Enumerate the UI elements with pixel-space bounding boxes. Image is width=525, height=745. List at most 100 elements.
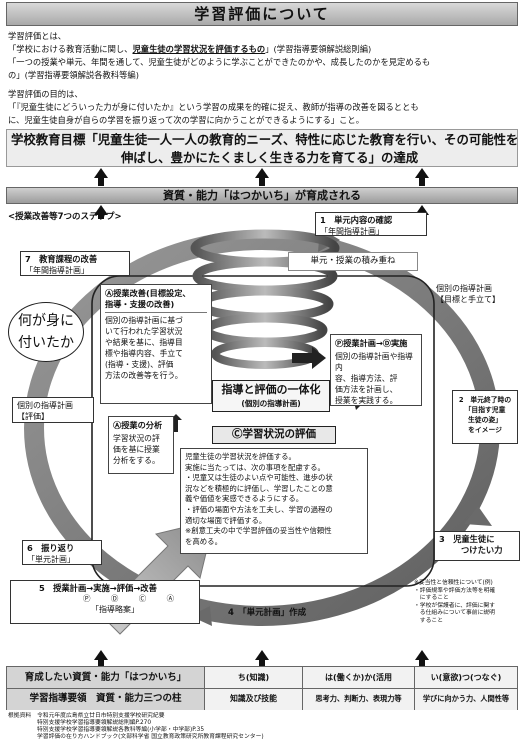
analysis-box-body-0: 学習状況の評 <box>113 434 160 443</box>
up-arrow-left-2 <box>94 205 108 219</box>
note-right-3: ・学校が保護者に、評価に関す <box>414 602 495 609</box>
step-3-l2: つけたい力 <box>461 545 503 555</box>
individual-plan-left: 個別の指導計画 【評価】 <box>12 397 94 423</box>
analysis-box-title: Ⓐ授業の分析 <box>113 420 163 430</box>
check-body-8: を高める。 <box>185 536 222 546</box>
step-1-title: 1 単元内容の確認 <box>320 215 393 225</box>
definition-heading: 学習評価とは、 <box>8 31 67 41</box>
note-right-0: ※妥当性と信頼性について(例) <box>414 580 493 586</box>
step-2-l4: をイメージ <box>468 426 502 434</box>
up-arrow-table-center <box>255 650 269 666</box>
act-box-body-1: いて行われた学習状況 <box>105 327 183 336</box>
ring-arrowhead-right <box>464 506 492 526</box>
plan-box-body-2: 価方法を計画し、 <box>335 385 398 394</box>
plan-box-title: Ⓟ授業計画→Ⓓ実施 <box>335 338 408 348</box>
definition-line-1-bold: 児童生徒の学習状況を評価するもの <box>132 44 266 54</box>
check-body-6: 適切な場面で評価する。 <box>185 515 267 525</box>
row1-head: 育成したい資質・能力「はつかいち」 <box>7 667 205 688</box>
up-arrow-center <box>255 168 269 186</box>
analysis-box-body-2: 分析をする。 <box>113 456 160 465</box>
act-box-body-5: 方法の改善等を行う。 <box>105 371 183 380</box>
center-title: 指導と評価の一体化 <box>221 383 321 396</box>
step-7-sub: 「年間指導計画」 <box>25 266 89 275</box>
individual-plan-right-l1: 個別の指導計画 <box>436 284 492 293</box>
up-arrow-table-left <box>94 650 108 666</box>
row2-cell-1: 思考力、判断力、表現力等 <box>303 689 415 710</box>
analysis-box-body-1: 価を基に授業 <box>113 445 160 454</box>
step-7-box: 7 教育課程の改善 「年間指導計画」 <box>20 251 130 276</box>
individual-plan-right: 個別の指導計画 【目標と手立て】 <box>432 281 520 309</box>
school-goal-box: 学校教育目標「児童生徒一人一人の教育的ニーズ、特性に応じた教育を行い、その可能性… <box>6 129 518 167</box>
check-body-4: 義や価値を実感できるようにする。 <box>185 494 304 504</box>
ring-arrowhead-bottom <box>190 606 212 626</box>
bottom-table-row-2: 学習指導要領 資質・能力三つの柱 知識及び技能 思考力、判断力、表現力等 学びに… <box>7 689 517 710</box>
act-box-body-0: 個別の指導計画に基づ <box>105 316 183 325</box>
up-arrow-table-right <box>415 650 429 666</box>
row2-head: 学習指導要領 資質・能力三つの柱 <box>7 689 205 710</box>
check-body-5: ・評価の場面や方法を工夫し、学習の過程の <box>185 504 333 514</box>
school-goal-line-1: 学校教育目標「児童生徒一人一人の教育的ニーズ、特性に応じた教育を行い、その可能性… <box>11 132 518 147</box>
plan-box: Ⓟ授業計画→Ⓓ実施 個別の指導計画や指導内 容、指導方法、評 価方法を計画し、 … <box>330 334 422 406</box>
act-box: Ⓐ授業改善(目標設定、 指導・支援の改善) 個別の指導計画に基づ いて行われた学… <box>100 284 212 404</box>
definition-line-1-post: 」(学習指導要領解説総則編) <box>265 44 372 54</box>
sources: 根拠資料 令和元年度広島県立廿日市特別支援学校研究紀要 特別支援学校学習指導要領… <box>8 713 264 741</box>
check-body-box: 児童生徒の学習状況を評価する。 実施に当たっては、次の事項を配慮する。 ・児童又… <box>180 448 368 554</box>
bottom-table: 育成したい資質・能力「はつかいち」 ち(知識) は(働くか)か(活用 い(意欲)… <box>6 666 518 710</box>
source-3: 学習評価の在り方ハンドブック(文部科学省 国立教育政策研究所教育課程研究センター… <box>8 734 264 740</box>
step-5-mark-a: Ⓐ <box>166 594 175 603</box>
row1-cell-0: ち(知識) <box>205 667 303 688</box>
check-body-2: ・児童又は生徒のよい点や可能性、進歩の状 <box>185 473 333 483</box>
check-body-1: 実施に当たっては、次の事項を配慮する。 <box>185 462 325 472</box>
plan-box-body-1: 容、指導方法、評 <box>335 374 398 383</box>
note-right-5: すること <box>414 617 443 624</box>
step-1-box: 1 単元内容の確認 「年間指導計画」 <box>315 212 427 236</box>
center-sub: (個別の指導計画) <box>241 399 301 408</box>
step-2-l3: 生徒の姿」 <box>468 416 502 424</box>
act-box-title-l2: 指導・支援の改善) <box>105 299 207 313</box>
individual-plan-left-l1: 個別の指導計画 <box>17 401 73 410</box>
step-5-mark-d: Ⓓ <box>110 594 119 603</box>
row2-cell-0: 知識及び技能 <box>205 689 303 710</box>
step-6-box: 6 振り返り 「単元計画」 <box>22 540 102 565</box>
row1-cell-1: は(働くか)か(活用 <box>303 667 415 688</box>
step-2-l1: 2 単元終了時の <box>458 396 512 404</box>
step-3-box: 3 児童生徒に つけたい力 <box>434 531 520 561</box>
note-right-2: にすること <box>414 595 449 602</box>
right-arrow-icon <box>292 347 326 369</box>
definition-line-1-pre: 「学校における教育活動に関し、 <box>8 44 133 54</box>
act-box-body-3: 標や指導内容、手立て <box>105 349 183 358</box>
individual-plan-right-l2: 【目標と手立て】 <box>436 295 500 304</box>
plan-box-body-3: 授業を実践する。 <box>335 396 398 405</box>
shikaku-bar: 資質・能力「はつかいち」が育成される <box>6 187 518 204</box>
page-title: 学習評価について <box>6 2 518 26</box>
purpose-line-2: に、児童生徒自身が自らの学習を振り返って次の学習に向かうことができるようにする」… <box>8 115 365 125</box>
step-2-l2: 「目指す児童 <box>464 406 506 414</box>
step-5-mark-c: Ⓒ <box>138 594 147 603</box>
check-body-0: 児童生徒の学習状況を評価する。 <box>185 452 296 461</box>
definition-line-1: 「学校における教育活動に関し、児童生徒の学習状況を評価するもの」(学習指導要領解… <box>8 43 371 55</box>
step-7-title: 7 教育課程の改善 <box>25 254 98 264</box>
up-arrow-right <box>415 168 429 186</box>
step-6-title: 6 振り返り <box>27 543 75 553</box>
check-title: Ⓒ学習状況の評価 <box>212 426 336 444</box>
up-arrow-left <box>94 168 108 186</box>
check-body-3: 況などを積極的に評価し、学習したことの意 <box>185 483 333 493</box>
speech-bubble-l1: 何が身に <box>18 313 74 329</box>
row1-cell-2: い(意欲)つ(つなぐ) <box>415 667 517 688</box>
note-right-4: る仕組みについて事前に説明 <box>414 610 495 617</box>
step-5-marks: Ⓟ Ⓓ Ⓒ Ⓐ <box>15 594 195 604</box>
bottom-table-row-1: 育成したい資質・能力「はつかいち」 ち(知識) は(働くか)か(活用 い(意欲)… <box>7 667 517 689</box>
note-right-1: ・評価規準や評価方法等を明確 <box>414 587 496 594</box>
act-box-title-l1: Ⓐ授業改善(目標設定、 <box>105 288 191 298</box>
act-box-body-2: や結果を基に、指導目 <box>105 338 183 347</box>
check-body-7: ※創意工夫の中で学習評価の妥当性や信頼性 <box>185 526 332 536</box>
step-3-l1: 3 児童生徒に <box>439 534 495 544</box>
definition-line-3: の」(学習指導要領解説各教科等編) <box>8 70 139 80</box>
step-6-sub: 「単元計画」 <box>27 555 75 564</box>
speech-bubble-l2: 付いたか <box>18 335 74 351</box>
speech-bubble: 何が身に 付いたか <box>8 302 84 362</box>
act-box-body-4: (指導・支援)、評価 <box>105 360 174 369</box>
purpose-line-1: 「『児童生徒にどういった力が身に付いたか』という学習の成果を的確に捉え、教師が指… <box>8 102 419 112</box>
individual-plan-left-l2: 【評価】 <box>17 412 49 421</box>
center-title-box: 指導と評価の一体化 (個別の指導計画) <box>212 380 330 412</box>
